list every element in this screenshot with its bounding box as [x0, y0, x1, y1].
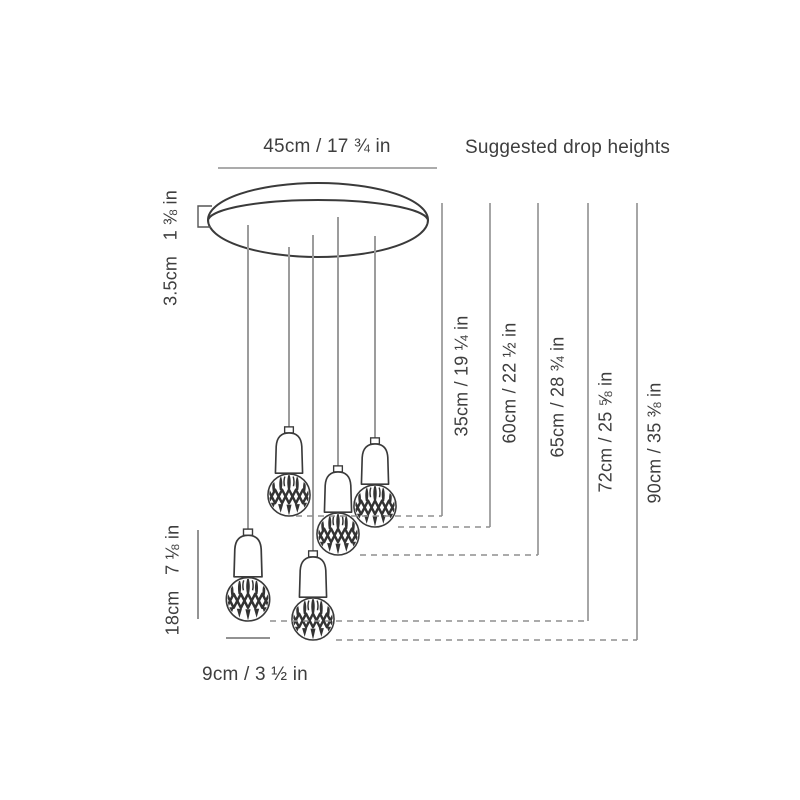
- canopy-top-arc: [207, 199, 429, 222]
- drop-height-label-60cm: 60cm / 22 ½ in: [499, 322, 520, 444]
- pendant-lamp-35cm: [268, 427, 310, 516]
- pendant-lamp-90cm: [292, 551, 334, 640]
- pendant-cords: [247, 217, 376, 552]
- canopy-outline: [207, 182, 429, 258]
- drop-height-label-72cm: 72cm / 25 ⅝ in: [595, 371, 616, 493]
- bulb-width-label: 9cm / 3 ½ in: [202, 664, 308, 685]
- canopy-thickness-label: 3.5cm 1 ⅜ in: [160, 190, 181, 306]
- drop-height-connectors: [270, 515, 637, 641]
- pendant-lamp-65cm: [317, 466, 359, 555]
- drop-height-label-35cm: 35cm / 19 ¼ in: [451, 315, 472, 437]
- drop-height-label-90cm: 90cm / 35 ⅜ in: [644, 382, 665, 504]
- lamp-height-label: 18cm 7 ⅛ in: [162, 524, 183, 636]
- pendant-lamp-72cm: [226, 529, 269, 621]
- canopy-width-label: 45cm / 17 ¾ in: [263, 136, 391, 157]
- canopy-thickness-bracket: [197, 205, 212, 228]
- drop-height-label-65cm: 65cm / 28 ¾ in: [547, 336, 568, 458]
- pendant-lamp-60cm: [354, 438, 396, 527]
- drop-height-lines: [441, 203, 638, 640]
- drop-heights-heading: Suggested drop heights: [465, 137, 671, 158]
- ceiling-canopy: [207, 182, 429, 258]
